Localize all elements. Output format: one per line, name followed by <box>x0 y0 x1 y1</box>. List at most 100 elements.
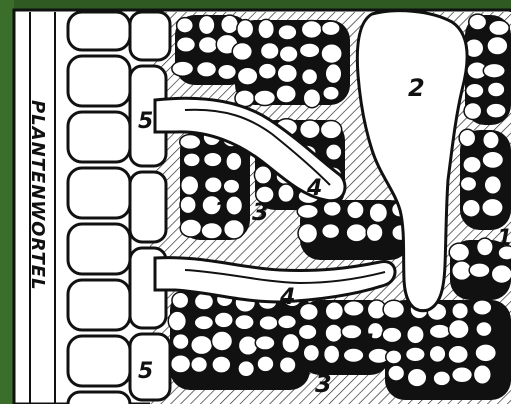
soil-grain <box>460 177 476 192</box>
soil-grain <box>477 238 494 256</box>
soil-grain <box>196 61 216 77</box>
soil-grain <box>475 344 496 362</box>
soil-grain <box>491 265 511 284</box>
root-cells <box>68 12 170 404</box>
soil-grain <box>211 331 232 351</box>
soil-grain <box>301 20 322 38</box>
soil-grain <box>238 336 257 355</box>
soil-grain <box>386 350 402 364</box>
soil-grain <box>433 371 450 386</box>
soil-grain <box>473 365 491 385</box>
soil-grain <box>172 334 189 350</box>
soil-grain <box>388 365 405 381</box>
soil-grain <box>298 223 318 243</box>
label-5-bottom: 5 <box>138 359 153 384</box>
soil-grain <box>369 203 387 223</box>
soil-grain <box>257 356 274 372</box>
soil-grain <box>177 18 194 33</box>
soil-grain <box>232 43 252 61</box>
soil-grain <box>452 367 473 383</box>
soil-grain <box>300 120 321 139</box>
label-4-upper: 4 <box>306 176 322 201</box>
soil-grain <box>299 303 318 320</box>
soil-grain <box>486 103 506 118</box>
soil-grain <box>172 292 189 308</box>
left-green-strip <box>0 0 14 404</box>
soil-grain <box>406 347 426 362</box>
soil-grain <box>489 20 510 35</box>
label-2: 2 <box>408 74 425 102</box>
soil-grain <box>323 201 341 216</box>
soil-grain <box>448 345 468 363</box>
soil-grain <box>282 333 300 353</box>
soil-grain <box>176 37 195 52</box>
soil-grain <box>260 42 279 59</box>
soil-grain <box>320 120 341 138</box>
soil-grain <box>325 302 343 320</box>
soil-grain <box>235 314 254 329</box>
soil-grain <box>366 223 383 241</box>
soil-grain <box>321 44 342 64</box>
soil-grain <box>198 36 217 53</box>
soil-grain <box>452 302 469 319</box>
soil-grain <box>407 326 424 344</box>
soil-grain <box>278 184 294 202</box>
soil-grain <box>326 144 342 160</box>
label-4-lower: 4 <box>279 285 295 310</box>
soil-grain <box>201 223 222 239</box>
soil-grain <box>259 316 278 331</box>
soil-grain <box>487 37 508 56</box>
soil-grain <box>473 300 492 315</box>
soil-grain <box>383 300 404 318</box>
soil-grain <box>258 19 274 39</box>
soil-grain <box>341 325 362 339</box>
label-1-bottom: 1 <box>361 331 376 356</box>
soil-grain <box>325 64 342 84</box>
soil-grain <box>255 336 275 350</box>
soil-grain <box>469 263 490 278</box>
soil-grain <box>482 151 503 168</box>
soil-grain <box>279 357 296 373</box>
soil-grain <box>324 345 340 364</box>
label-1-right: 1 <box>497 226 511 251</box>
soil-grain <box>254 90 275 106</box>
soil-grain <box>449 319 469 338</box>
soil-grain <box>191 335 213 354</box>
soil-grain <box>429 324 450 339</box>
soil-grain <box>297 204 318 218</box>
soil-grain <box>466 83 484 98</box>
label-3-bottom: 3 <box>315 370 332 398</box>
soil-grain <box>299 43 319 58</box>
soil-grain <box>212 356 231 373</box>
soil-grain <box>198 15 214 34</box>
soil-grain <box>463 156 481 173</box>
soil-grain <box>407 368 426 387</box>
soil-grain <box>278 315 297 329</box>
soil-grain <box>180 135 201 150</box>
soil-grain <box>204 152 222 167</box>
soil-grain <box>459 129 476 147</box>
soil-grain <box>258 63 276 79</box>
soil-grain <box>183 153 200 167</box>
soil-grain <box>226 152 242 171</box>
soil-grain <box>483 131 499 149</box>
soil-grain <box>172 61 194 76</box>
soil-grain <box>482 198 503 216</box>
soil-grain <box>449 243 469 261</box>
soil-grain <box>223 179 239 193</box>
soil-grain <box>238 361 255 377</box>
soil-grain <box>484 176 501 195</box>
soil-grain <box>221 15 239 34</box>
soil-grain <box>214 312 233 328</box>
soil-grain <box>180 219 201 237</box>
soil-grain <box>303 89 320 108</box>
soil-grain <box>181 176 199 196</box>
label-5-top: 5 <box>138 109 153 134</box>
soil-grain <box>462 199 480 217</box>
soil-grain <box>276 85 296 103</box>
soil-grain <box>218 64 237 79</box>
label-1-left: 1 <box>214 199 229 224</box>
soil-grain <box>171 355 191 373</box>
soil-grain <box>469 14 487 30</box>
